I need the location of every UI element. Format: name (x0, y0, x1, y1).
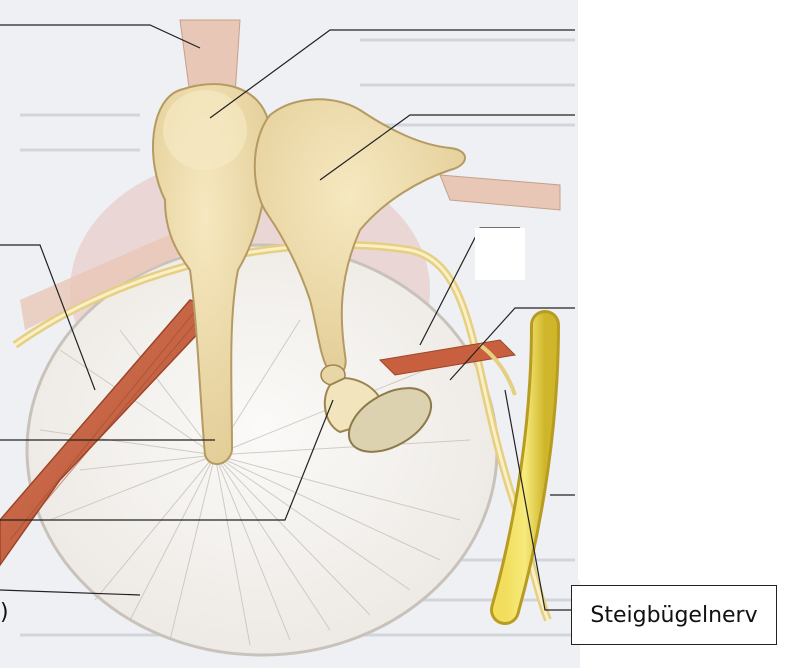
blank-label-box-top-right (578, 0, 787, 580)
stapes-nerve-label: Steigbügelnerv (571, 585, 777, 645)
edge-parenthesis: ) (0, 600, 9, 625)
blank-label-box-middle (475, 228, 525, 280)
